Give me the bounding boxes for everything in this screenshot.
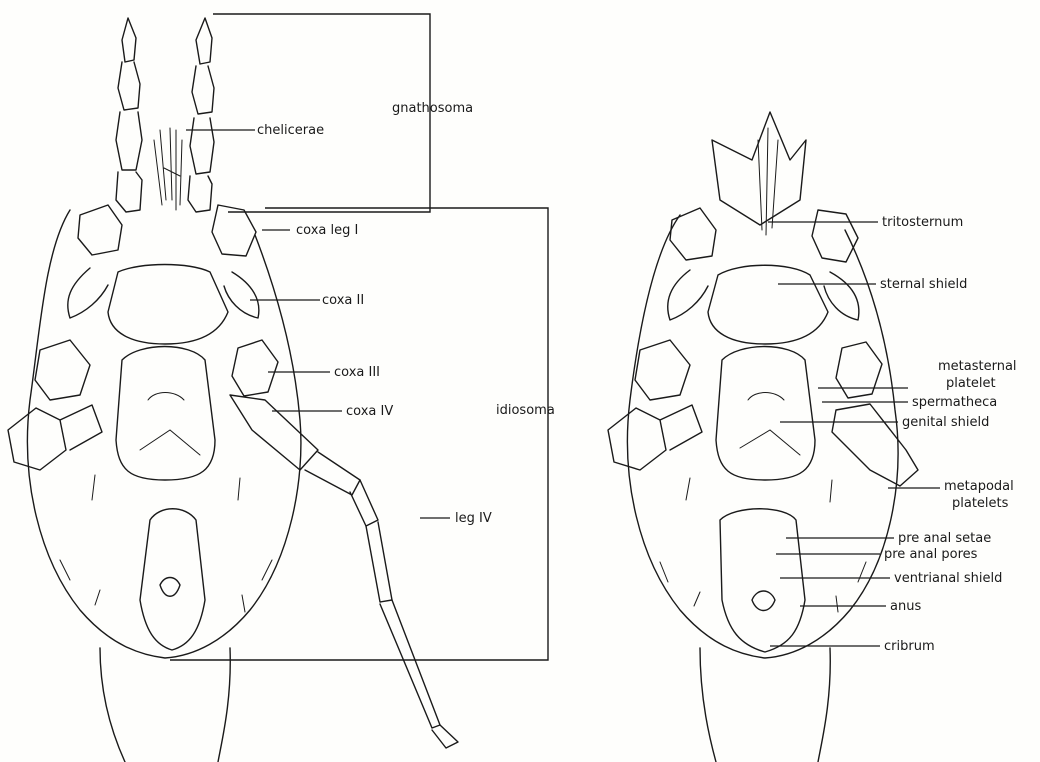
metapodal-label-line1: metapodal (944, 479, 1014, 494)
right-mite-drawing (608, 112, 918, 762)
anus-label: anus (890, 599, 921, 614)
spermatheca-label: spermatheca (912, 395, 997, 410)
metasternal-label-line1: metasternal (938, 359, 1017, 374)
metapodal-label-line2: platelets (952, 496, 1009, 511)
ventrianal-shield-label: ventrianal shield (894, 571, 1002, 586)
genital-shield-label: genital shield (902, 415, 989, 430)
coxa-leg-1-label: coxa leg I (296, 223, 358, 238)
idiosoma-bracket (170, 208, 548, 660)
chelicerae-label: chelicerae (257, 123, 324, 138)
coxa-3-label: coxa III (334, 365, 380, 380)
idiosoma-label: idiosoma (496, 403, 555, 418)
pre-anal-setae-label: pre anal setae (898, 531, 991, 546)
coxa-4-label: coxa IV (346, 404, 393, 419)
sternal-shield-label: sternal shield (880, 277, 967, 292)
gnathosoma-label: gnathosoma (392, 101, 473, 116)
pre-anal-pores-label: pre anal pores (884, 547, 978, 562)
cribrum-label: cribrum (884, 639, 935, 654)
tritosternum-label: tritosternum (882, 215, 963, 230)
metasternal-label-line2: platelet (946, 376, 996, 391)
coxa-2-label: coxa II (322, 293, 364, 308)
leg-4-label: leg IV (455, 511, 492, 526)
